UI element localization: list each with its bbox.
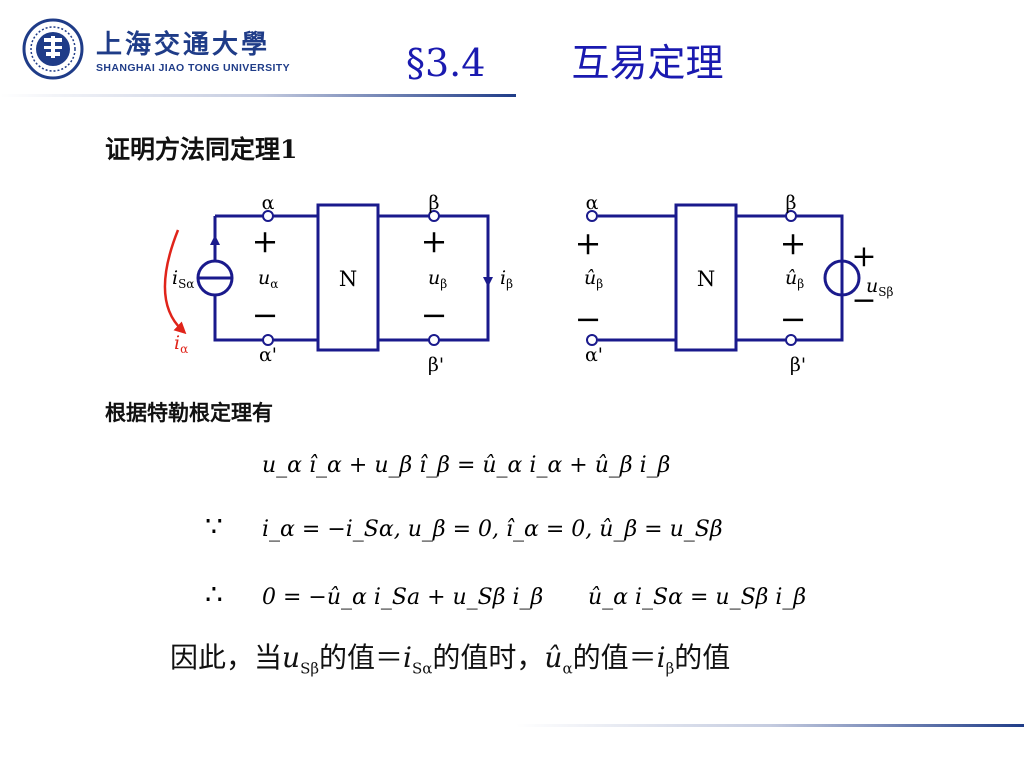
current-arrow-alpha bbox=[163, 229, 187, 335]
university-name-chinese: 上海交通大學 bbox=[96, 30, 271, 60]
terminal-beta bbox=[428, 210, 440, 222]
tellegen-basis-text: 根据特勒根定理有 bbox=[105, 400, 273, 425]
terminal-alpha-prime bbox=[262, 334, 274, 346]
right-network-box bbox=[674, 203, 738, 352]
right-circuit-left-wires bbox=[598, 214, 676, 342]
footer-divider bbox=[516, 724, 1024, 727]
result-equation: û_α i_Sα = u_Sβ i_β bbox=[588, 585, 806, 610]
left-circuit: α α' β β' N + − + − iSα uα uβ iβ iα bbox=[163, 192, 513, 376]
conclusion-statement: 因此，当uSβ的值＝iSα的值时，ûα的值＝iβ的值 bbox=[170, 641, 731, 678]
voltage-label-alpha-hat: ûβ bbox=[584, 267, 603, 291]
condition-equation: i_α = −i_Sα, u_β = 0, î_α = 0, û_β = u_S… bbox=[262, 517, 723, 542]
source-minus-sign: − bbox=[851, 283, 876, 318]
equations-block: u_α î_α + u_β î_β = û_α i_α + û_β i_β ∵ … bbox=[205, 453, 806, 611]
current-label-beta: iβ bbox=[500, 267, 513, 291]
plus-sign: + bbox=[780, 224, 807, 262]
source-voltage-label: uSβ bbox=[866, 275, 893, 299]
university-name-english: SHANGHAI JIAO TONG UNIVERSITY bbox=[96, 62, 291, 74]
left-network-box bbox=[316, 203, 380, 352]
tellegen-equation: u_α î_α + u_β î_β = û_α i_α + û_β i_β bbox=[262, 453, 670, 478]
minus-sign: − bbox=[252, 296, 279, 334]
section-title: 互易定理 bbox=[571, 41, 724, 85]
terminal-beta-prime bbox=[428, 334, 440, 346]
header-divider bbox=[0, 94, 516, 97]
therefore-symbol: ∴ bbox=[205, 578, 223, 611]
page-title: §3.4 互易定理 bbox=[406, 32, 723, 87]
voltage-label-beta-hat: ûβ bbox=[785, 267, 804, 291]
reciprocity-circuit-diagram: α α' β β' N + − + − iSα uα uβ iβ iα α α'… bbox=[163, 192, 894, 376]
terminal-beta bbox=[785, 210, 797, 222]
port-label-alpha: α bbox=[586, 192, 599, 214]
terminal-alpha bbox=[586, 210, 598, 222]
university-logo bbox=[22, 18, 84, 80]
source-current-label: iSα bbox=[172, 267, 194, 291]
right-circuit-right-wires bbox=[736, 214, 844, 342]
network-label: N bbox=[697, 267, 715, 291]
derived-equation: 0 = −û_α i_Sa + u_Sβ i_β bbox=[262, 585, 543, 610]
port-label-beta: β bbox=[429, 192, 440, 214]
port-label-beta: β bbox=[786, 192, 797, 214]
port-label-beta-prime: β' bbox=[790, 354, 806, 376]
port-label-alpha-prime: α' bbox=[259, 344, 277, 366]
because-symbol: ∵ bbox=[205, 510, 223, 543]
port-label-alpha: α bbox=[262, 192, 275, 214]
terminal-alpha-prime bbox=[586, 334, 598, 346]
proof-method-note: 证明方法同定理1 bbox=[105, 135, 298, 164]
plus-sign: + bbox=[575, 224, 602, 262]
section-number: §3.4 bbox=[406, 41, 486, 85]
terminal-beta-prime bbox=[785, 334, 797, 346]
plus-sign: + bbox=[421, 222, 448, 260]
minus-sign: − bbox=[780, 300, 807, 338]
port-label-beta-prime: β' bbox=[428, 354, 444, 376]
source-plus-sign: + bbox=[851, 239, 876, 274]
current-label-alpha: iα bbox=[174, 332, 188, 356]
minus-sign: − bbox=[575, 300, 602, 338]
voltage-label-beta: uβ bbox=[428, 267, 447, 291]
minus-sign: − bbox=[421, 296, 448, 334]
terminal-alpha bbox=[262, 210, 274, 222]
voltage-label-alpha: uα bbox=[258, 267, 278, 291]
plus-sign: + bbox=[252, 222, 279, 260]
network-label: N bbox=[339, 267, 357, 291]
right-circuit: α α' β β' N + − + − + − ûβ ûβ uSβ bbox=[575, 192, 894, 376]
port-label-alpha-prime: α' bbox=[585, 344, 603, 366]
